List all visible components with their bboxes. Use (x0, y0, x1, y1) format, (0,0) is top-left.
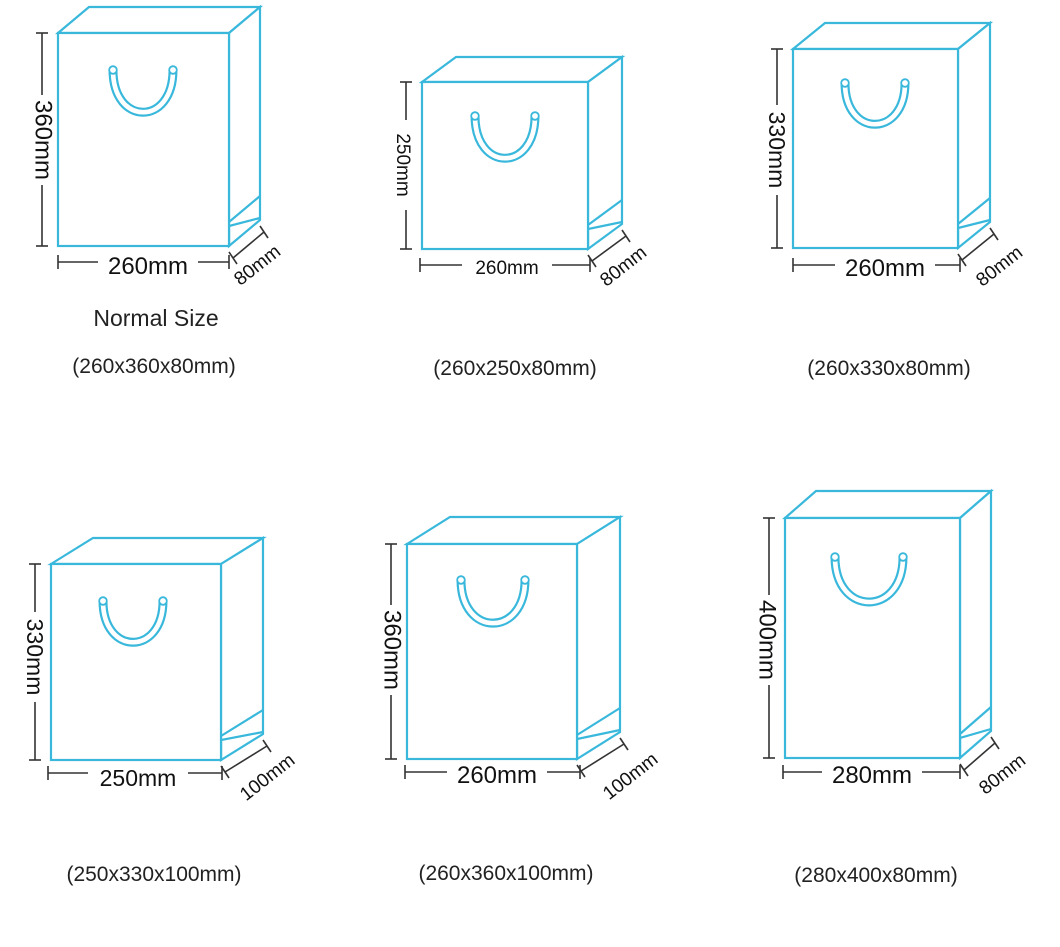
rope-handle-icon (98, 596, 168, 647)
size-caption: (280x400x80mm) (794, 864, 957, 887)
depth-label: 80mm (972, 242, 1027, 291)
depth-label: 100mm (599, 749, 662, 805)
rope-handle-icon (108, 65, 178, 117)
width-dimension: 260mm (792, 255, 961, 282)
bag-front-face (783, 516, 962, 760)
height-label: 250mm (392, 133, 413, 196)
bag-4: 330mm 250mm 100mm (250x330x100mm) (22, 536, 299, 886)
width-label: 260mm (845, 255, 925, 282)
height-dimension: 360mm (379, 543, 406, 760)
rope-handle-icon (470, 111, 540, 163)
rope-handle-icon (456, 575, 530, 628)
bag-front-face (405, 542, 579, 761)
height-label: 360mm (379, 610, 406, 690)
width-dimension: 260mm (404, 762, 581, 789)
bag-gusset-crease (576, 707, 621, 736)
size-caption: (260x360x100mm) (418, 862, 593, 885)
depth-label: 80mm (975, 750, 1030, 799)
bag-top-opening (782, 489, 994, 520)
width-dimension: 260mm (57, 253, 230, 280)
rope-handle-icon (840, 78, 910, 129)
bag-side-panel (958, 488, 993, 761)
bag-5: 360mm 260mm 100mm (260x360x100mm) (379, 515, 662, 885)
size-caption: (260x330x80mm) (807, 357, 970, 380)
height-label: 330mm (764, 112, 790, 189)
size-caption: (250x330x100mm) (66, 863, 241, 886)
bag-gusset-crease (587, 199, 623, 226)
depth-label: 100mm (236, 750, 299, 806)
bag-side-panel (956, 20, 992, 251)
width-dimension: 250mm (47, 765, 223, 791)
height-dimension: 360mm (30, 32, 57, 247)
width-label: 260mm (457, 762, 537, 789)
rope-handle-icon (830, 552, 908, 607)
width-dimension: 260mm (419, 258, 591, 279)
bag-gusset-crease (228, 195, 261, 223)
height-dimension: 330mm (22, 563, 48, 761)
bag-front-face (791, 47, 960, 250)
width-label: 260mm (108, 253, 188, 280)
bag-6: 400mm 280mm 80mm (280x400x80mm) (754, 488, 1030, 887)
bag-2: 250mm 260mm 80mm (260x250x80mm) (392, 54, 651, 380)
height-label: 400mm (754, 600, 781, 680)
bag-front-face (56, 31, 231, 248)
bag-top-opening (789, 21, 994, 51)
width-dimension: 280mm (782, 762, 961, 789)
height-label: 330mm (22, 619, 48, 696)
bag-side-panel (219, 536, 265, 762)
bag-top-opening (54, 5, 264, 35)
bag-front-face (420, 80, 590, 251)
bag-3: 330mm 260mm 80mm (260x330x80mm) (764, 20, 1027, 380)
size-caption: (260x250x80mm) (433, 357, 596, 380)
bag-front-face (49, 562, 223, 762)
height-dimension: 330mm (764, 48, 790, 249)
height-label: 360mm (30, 100, 57, 180)
depth-label: 80mm (596, 242, 651, 291)
size-caption: (260x360x80mm) (72, 355, 235, 378)
height-dimension: 400mm (754, 517, 781, 759)
width-label: 280mm (832, 762, 912, 789)
bag-gusset-crease (220, 709, 264, 737)
width-label: 260mm (475, 258, 538, 279)
width-label: 250mm (100, 765, 177, 791)
size-note: Normal Size (93, 305, 218, 331)
bag-gusset-crease (957, 197, 991, 225)
bag-gusset-crease (959, 706, 992, 735)
height-dimension: 250mm (392, 81, 413, 250)
depth-label: 80mm (230, 241, 285, 290)
